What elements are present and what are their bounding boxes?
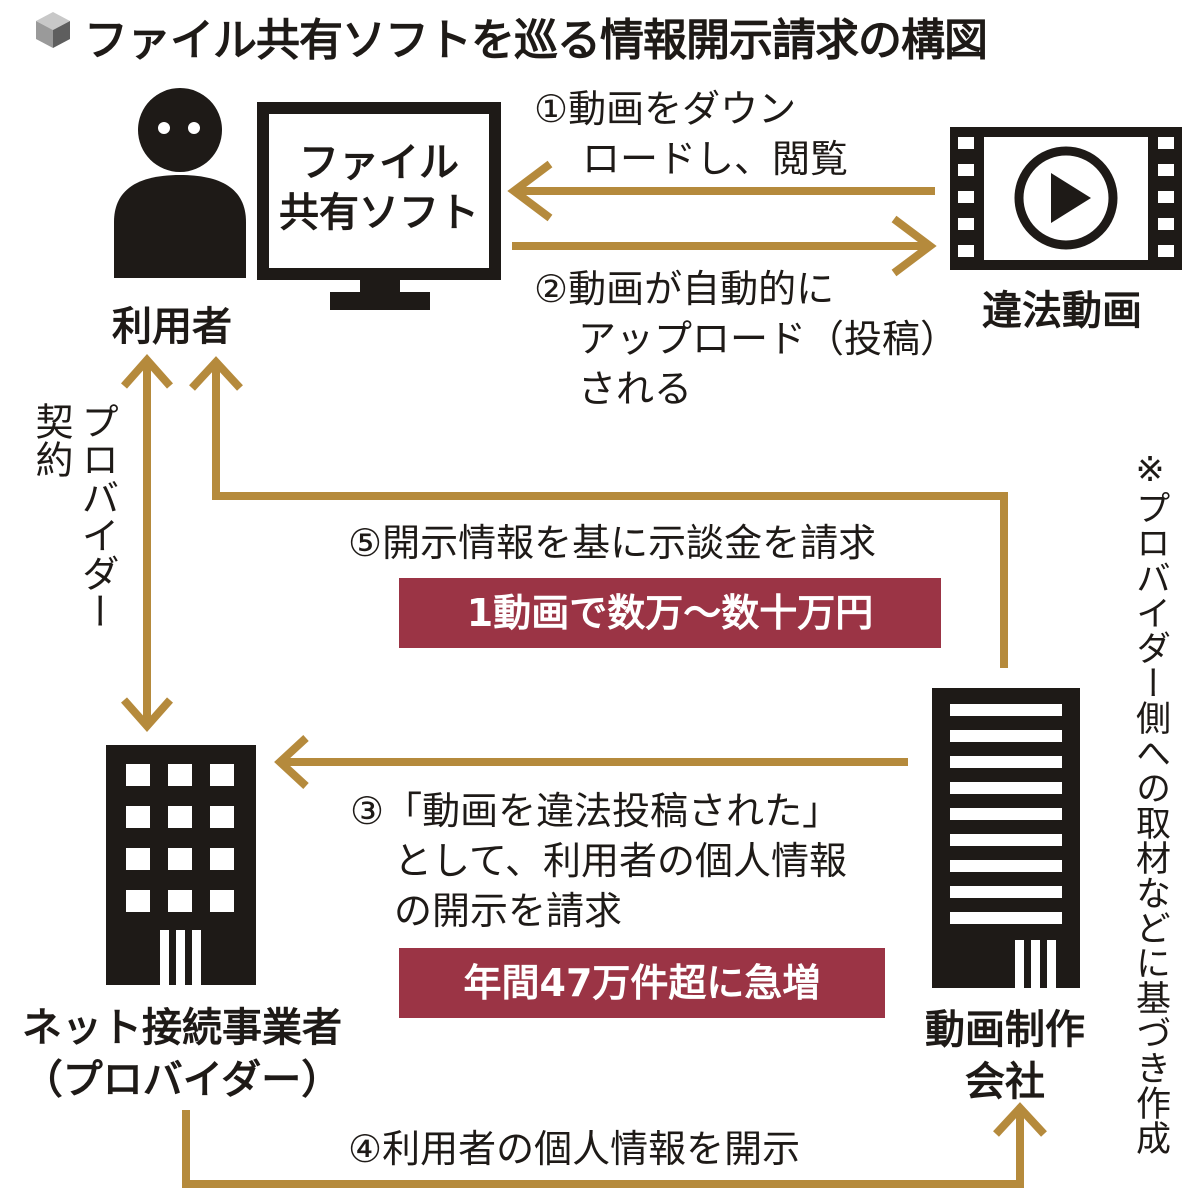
- step5-label: ⑤開示情報を基に示談金を請求: [348, 521, 877, 565]
- provider-label-line1: ネット接続事業者: [22, 1005, 342, 1051]
- step3-line1: ③「動画を違法投稿された」: [350, 789, 841, 833]
- person-icon: [114, 88, 246, 278]
- step2-label: ②動画が自動的に アップロード（投稿） される: [534, 264, 958, 414]
- contract-label-col2: 契約: [29, 402, 73, 478]
- step1-line2: ロードし、閲覧: [582, 137, 849, 181]
- provider-label-line2: （プロバイダー）: [22, 1057, 342, 1103]
- settlement-badge: 1動画で数万〜数十万円: [399, 578, 941, 648]
- user-label: 利用者: [112, 304, 232, 350]
- step2-line3: される: [578, 367, 693, 411]
- monitor-icon: [257, 102, 501, 310]
- arrow-disclosure-request: [274, 735, 908, 789]
- film-video-icon: [950, 127, 1182, 270]
- studio-tower-icon: [932, 688, 1080, 988]
- step1-line1: ①動画をダウン: [534, 87, 797, 131]
- contract-label: プロバイダー 契約: [28, 402, 120, 630]
- arrow-disclosure: [182, 1102, 1047, 1188]
- software-label-line2: 共有ソフト: [279, 190, 479, 236]
- step1-label: ①動画をダウン ロードし、閲覧: [534, 84, 848, 184]
- step2-line2: アップロード（投稿）: [578, 317, 959, 361]
- step3-label: ③「動画を違法投稿された」 として、利用者の個人情報 の開示を請求: [350, 786, 847, 936]
- arrow-contract: [121, 353, 173, 733]
- studio-label-line1: 動画制作: [925, 1007, 1085, 1053]
- cube-icon: [36, 12, 70, 48]
- studio-label: 動画制作 会社: [905, 1004, 1105, 1108]
- step4-label: ④利用者の個人情報を開示: [348, 1127, 801, 1171]
- step3-line2: として、利用者の個人情報: [394, 839, 847, 883]
- requests-badge: 年間47万件超に急増: [399, 948, 885, 1018]
- provider-label: ネット接続事業者 （プロバイダー）: [0, 1002, 364, 1106]
- contract-label-col1: プロバイダー: [75, 402, 119, 630]
- step2-line1: ②動画が自動的に: [534, 267, 835, 311]
- page-title: ファイル共有ソフトを巡る情報開示請求の構図: [84, 15, 988, 66]
- studio-label-line2: 会社: [965, 1059, 1045, 1105]
- arrow-upload: [512, 215, 937, 277]
- arrow-settlement: [189, 356, 1008, 668]
- software-label-line1: ファイル: [299, 140, 459, 186]
- illegal-video-label: 違法動画: [982, 288, 1142, 334]
- provider-building-icon: [106, 745, 256, 985]
- source-note: ※プロバイダー側への取材などに基づき作成: [1130, 450, 1170, 1155]
- software-label: ファイル 共有ソフト: [269, 138, 489, 238]
- step3-line3: の開示を請求: [394, 889, 623, 933]
- arrow-download: [507, 160, 935, 222]
